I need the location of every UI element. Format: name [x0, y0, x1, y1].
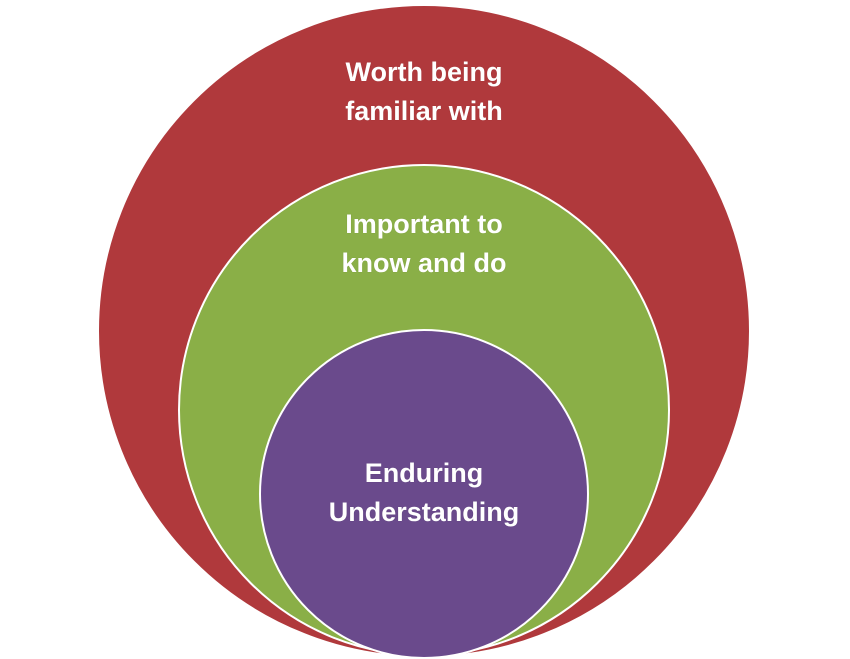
inner-circle: Enduring Understanding — [259, 329, 589, 659]
middle-circle-label-line1: Important to — [345, 209, 503, 239]
outer-circle-label: Worth being familiar with — [99, 53, 749, 131]
outer-circle-label-line1: Worth being — [345, 57, 503, 87]
inner-circle-label-line1: Enduring — [364, 458, 484, 488]
middle-circle-label-line2: know and do — [341, 248, 507, 278]
outer-circle-label-line2: familiar with — [345, 96, 503, 126]
inner-circle-label-line2: Understanding — [328, 497, 520, 527]
middle-circle-label: Important to know and do — [180, 205, 668, 283]
inner-circle-label: Enduring Understanding — [261, 454, 587, 532]
